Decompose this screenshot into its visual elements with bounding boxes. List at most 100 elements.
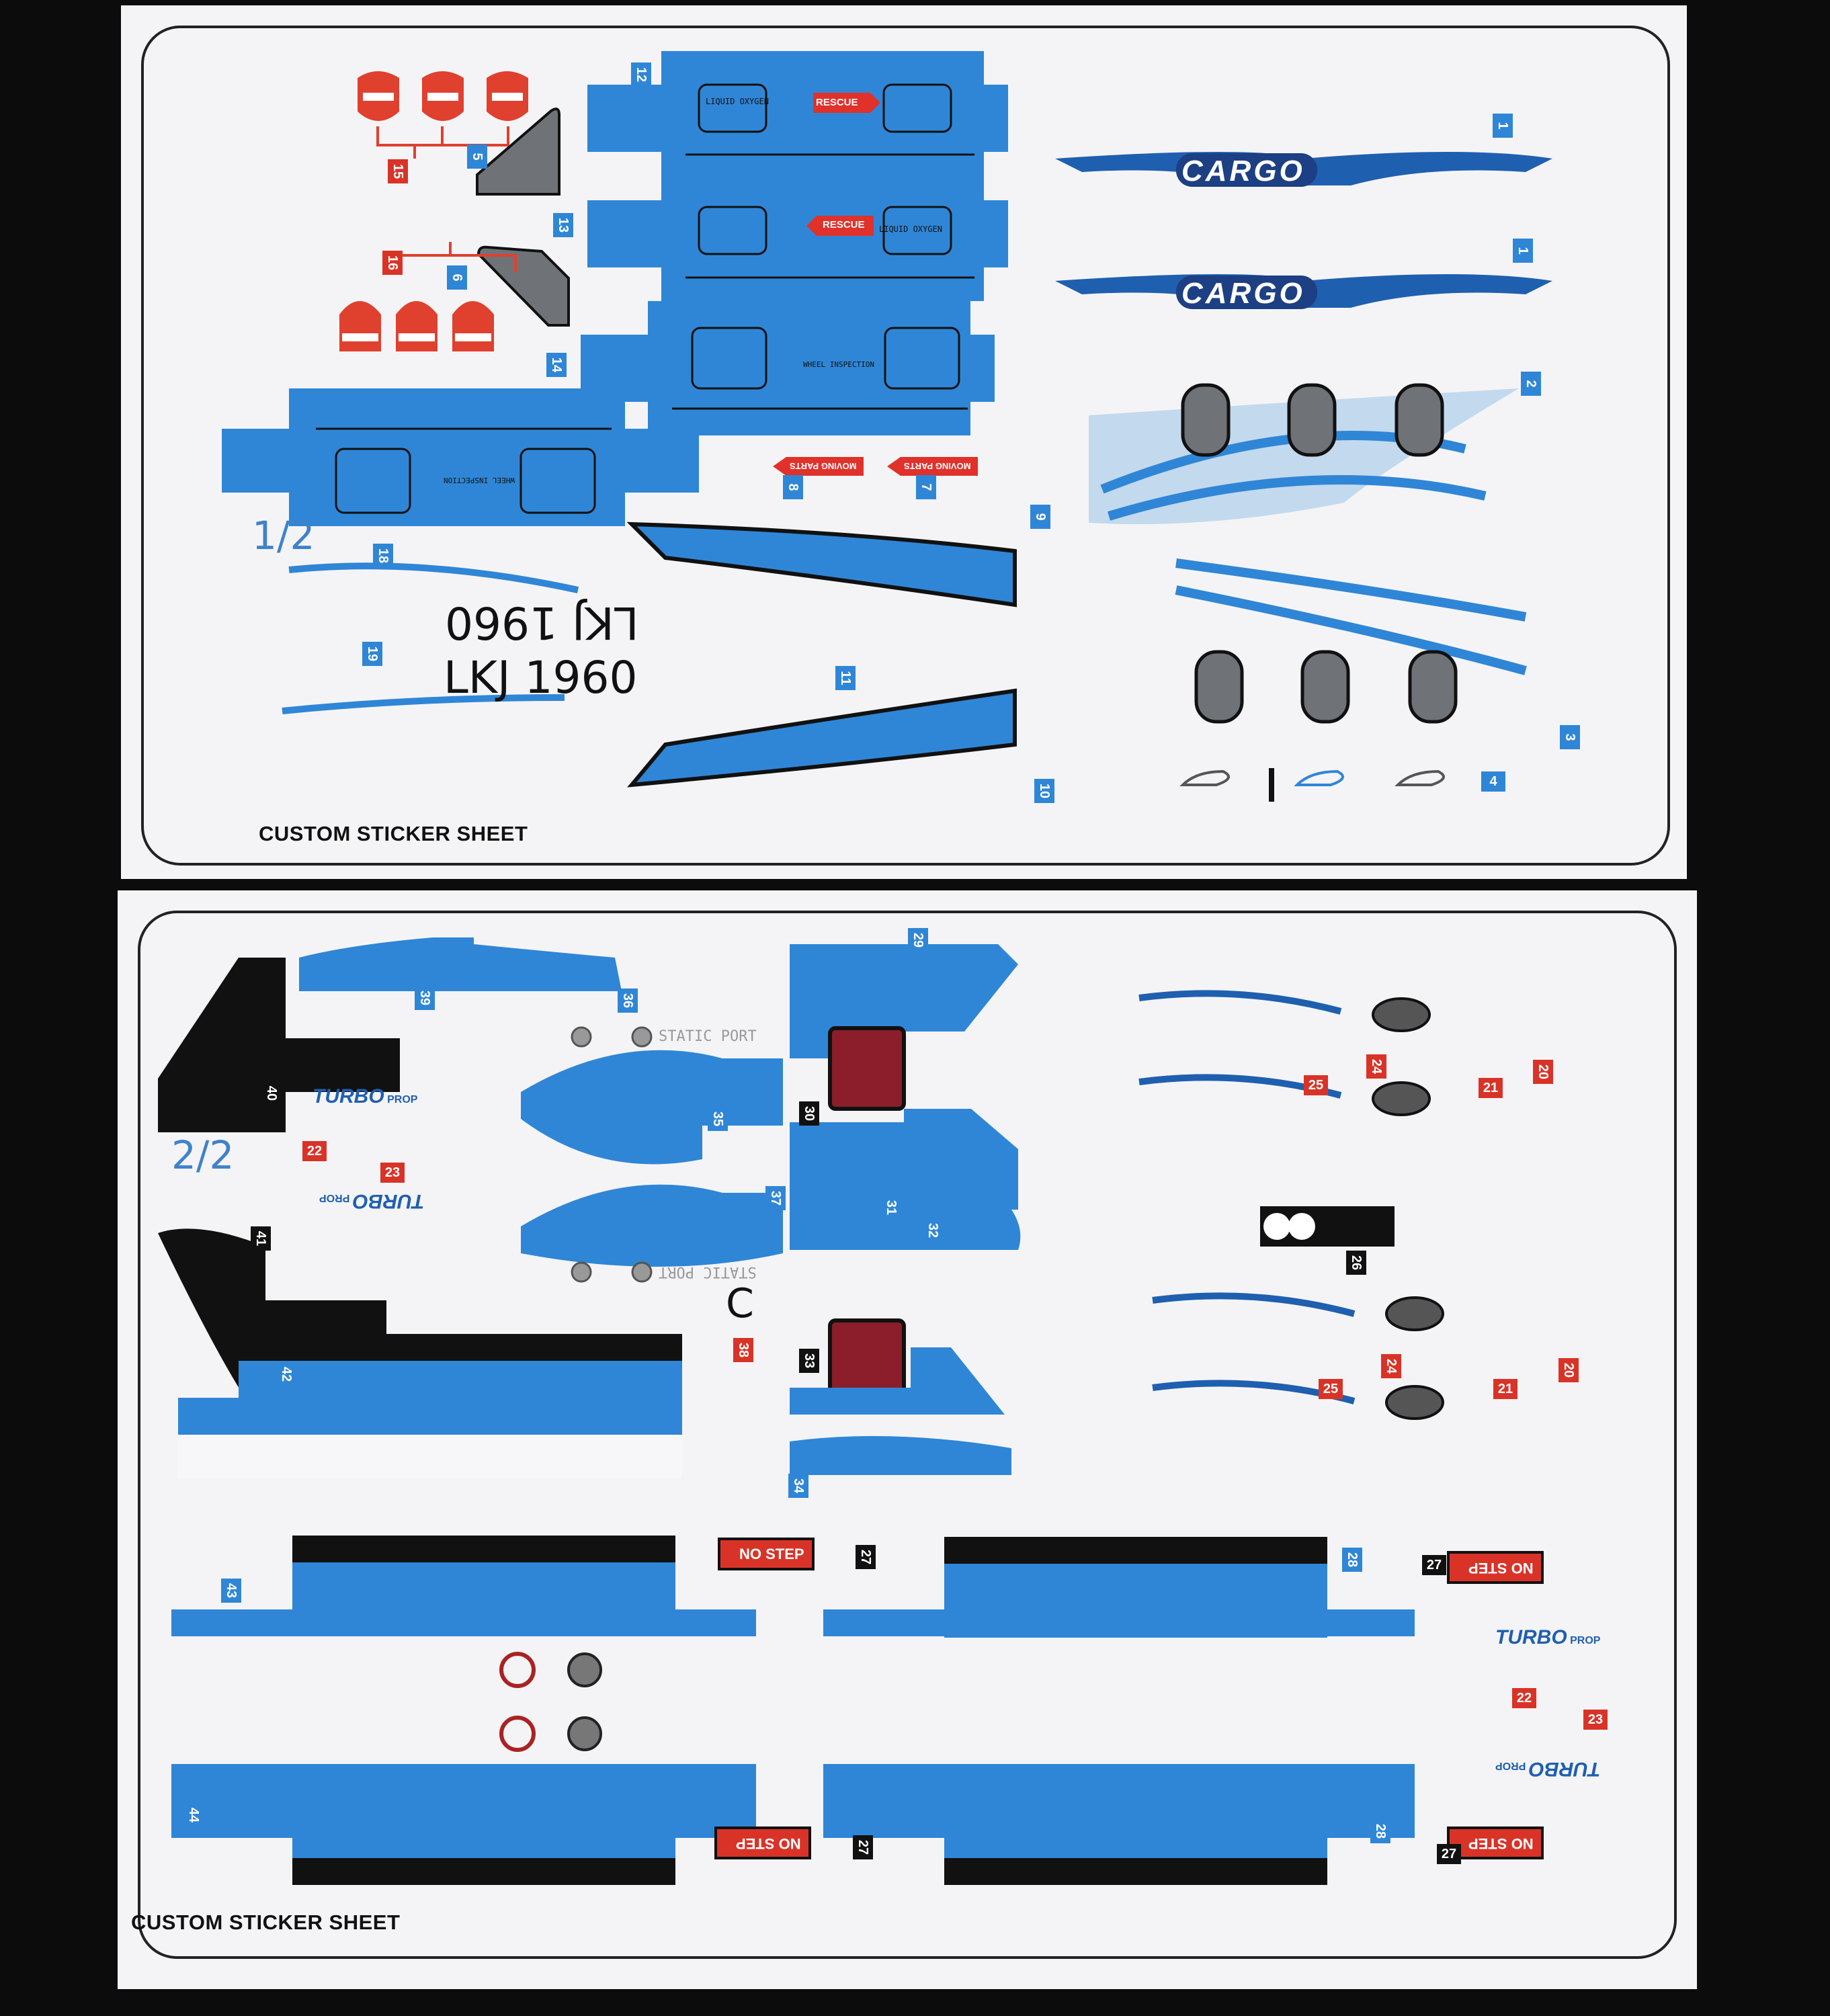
number-tag-n15: 15	[388, 159, 408, 183]
number-tag-n43: 43	[221, 1579, 241, 1603]
cargo-logo-1	[1055, 152, 1552, 187]
number-tag-n20a: 20	[1533, 1060, 1553, 1084]
sheet-2-cut-line	[138, 911, 1677, 1959]
fuselage-42	[178, 1334, 682, 1478]
prop-label-3: PROP	[1570, 1635, 1601, 1646]
moving-parts-label-7: MOVING PARTS	[904, 461, 971, 471]
fuselage-28b	[823, 1764, 1415, 1885]
number-tag-n35: 35	[708, 1107, 728, 1131]
number-tag-n23b: 23	[1583, 1710, 1608, 1730]
liquid-oxygen-label-13: LIQUID OXYGEN	[879, 224, 942, 234]
number-tag-n34: 34	[788, 1474, 808, 1498]
number-tag-n6: 6	[447, 265, 467, 290]
number-tag-n3: 3	[1560, 725, 1580, 749]
number-tag-n28b: 28	[1370, 1819, 1390, 1843]
turbo-label-3: TURBO	[1495, 1626, 1567, 1648]
sheet-1-cut-line	[141, 26, 1670, 866]
number-tag-n31: 31	[881, 1195, 901, 1220]
number-tag-n12: 12	[631, 62, 651, 87]
window-5	[476, 108, 560, 196]
turbo-label-2: TURBO	[352, 1190, 425, 1212]
number-tag-n21a: 21	[1479, 1078, 1503, 1098]
number-tag-n22b: 22	[1512, 1688, 1536, 1708]
number-tag-n44: 44	[183, 1803, 204, 1827]
number-tag-n27b: 27	[1422, 1555, 1446, 1575]
number-tag-n36: 36	[618, 989, 638, 1013]
no-step-label-3: NO STEP	[736, 1835, 801, 1852]
number-tag-n22a: 22	[302, 1141, 327, 1161]
number-tag-n19: 19	[362, 642, 382, 666]
sheet-1-artwork	[222, 51, 1552, 802]
number-tag-n8: 8	[783, 475, 803, 499]
number-tag-n42: 42	[276, 1362, 296, 1386]
turbo-prop-logo-1: TURBO PROP	[313, 1085, 417, 1108]
prop-label-1: PROP	[387, 1094, 418, 1105]
tail-panel-32	[790, 1210, 1021, 1250]
wheel-inspection-label-14: WHEEL INSPECTION	[803, 360, 874, 369]
registration-flipped: LKJ 1960	[445, 597, 639, 648]
no-step-stickers	[714, 1538, 1544, 1859]
number-tag-n4: 4	[1481, 771, 1505, 792]
liquid-oxygen-label-12: LIQUID OXYGEN	[706, 97, 769, 106]
sheet-fraction-1-2: 1/2	[252, 513, 315, 558]
number-tag-n26: 26	[1346, 1251, 1366, 1275]
fuselage-44	[171, 1764, 756, 1885]
sticker-sheet-1: RESCUE RESCUE LIQUID OXYGEN LIQUID OXYGE…	[121, 5, 1687, 879]
sticker-sheet-2: STATIC PORT STATIC PORT TURBO PROP TURBO…	[118, 890, 1697, 1989]
panel-14	[581, 301, 995, 435]
fuselage-43	[171, 1536, 756, 1636]
wheel-inspection-label-flipped: WHEEL INSPECTION	[444, 476, 515, 485]
engine-nacelles	[1138, 990, 1444, 1420]
number-tag-n24b: 24	[1381, 1354, 1401, 1378]
lights-16	[339, 242, 517, 351]
number-tag-n2: 2	[1521, 372, 1541, 396]
number-tag-n33: 33	[799, 1349, 819, 1373]
black-wing-40	[158, 958, 400, 1132]
turbo-prop-logo-4: TURBO PROP	[1495, 1757, 1600, 1780]
tail-stripe-18	[288, 562, 579, 593]
no-step-label-1: NO STEP	[739, 1546, 804, 1562]
fuselage-icons	[499, 1652, 602, 1752]
stripe-36	[474, 944, 622, 991]
turbo-label-4: TURBO	[1528, 1758, 1601, 1780]
rescue-label-13: RESCUE	[823, 219, 865, 230]
number-tag-n1b: 1	[1513, 239, 1533, 263]
prop-label-2: PROP	[319, 1192, 350, 1204]
registration: LKJ 1960	[444, 652, 638, 704]
number-tag-n25a: 25	[1304, 1075, 1328, 1095]
stabilizer-37	[521, 1184, 783, 1267]
prop-label-4: PROP	[1495, 1760, 1526, 1771]
number-tag-n11: 11	[835, 666, 856, 690]
tail-panel-34	[790, 1347, 1011, 1475]
cargo-logo-2	[1055, 274, 1552, 309]
stripe-39	[299, 937, 474, 991]
no-step-label-2: NO STEP	[1468, 1560, 1534, 1577]
number-tag-n21b: 21	[1493, 1379, 1517, 1399]
wing-stripe-10	[627, 688, 1017, 788]
number-tag-n38: 38	[733, 1338, 753, 1362]
number-tag-n29: 29	[908, 928, 928, 952]
number-tag-n20b: 20	[1558, 1358, 1579, 1382]
sheet-1-title: CUSTOM STICKER SHEET	[259, 822, 528, 845]
rescue-label-12: RESCUE	[816, 97, 858, 108]
moving-parts-label-8: MOVING PARTS	[790, 461, 857, 471]
turbo-prop-logo-2: TURBO PROP	[319, 1189, 424, 1212]
no-step-label-4: NO STEP	[1468, 1835, 1534, 1852]
figure-icons-4	[1179, 768, 1445, 802]
static-port-label-35: STATIC PORT	[659, 1028, 757, 1045]
panel-13	[587, 167, 1008, 301]
window-strip-2	[1089, 383, 1519, 524]
cargo-label-2: CARGO	[1181, 277, 1305, 310]
sheet-fraction-2-2: 2/2	[171, 1132, 235, 1178]
instrument-30	[828, 1026, 906, 1111]
number-tag-n27c: 27	[853, 1835, 873, 1859]
panel-wheel-inspection-flipped	[222, 388, 699, 526]
number-tag-n39: 39	[415, 986, 435, 1010]
sheet-2-title: CUSTOM STICKER SHEET	[131, 1910, 401, 1934]
sheet-2-artwork	[158, 937, 1544, 1885]
fuselage-28a	[823, 1537, 1415, 1638]
tail-panel-31	[790, 1109, 1018, 1210]
number-tag-n27d: 27	[1437, 1844, 1461, 1864]
wing-stripe-9	[626, 521, 1017, 607]
window-strip-3	[1175, 558, 1527, 724]
